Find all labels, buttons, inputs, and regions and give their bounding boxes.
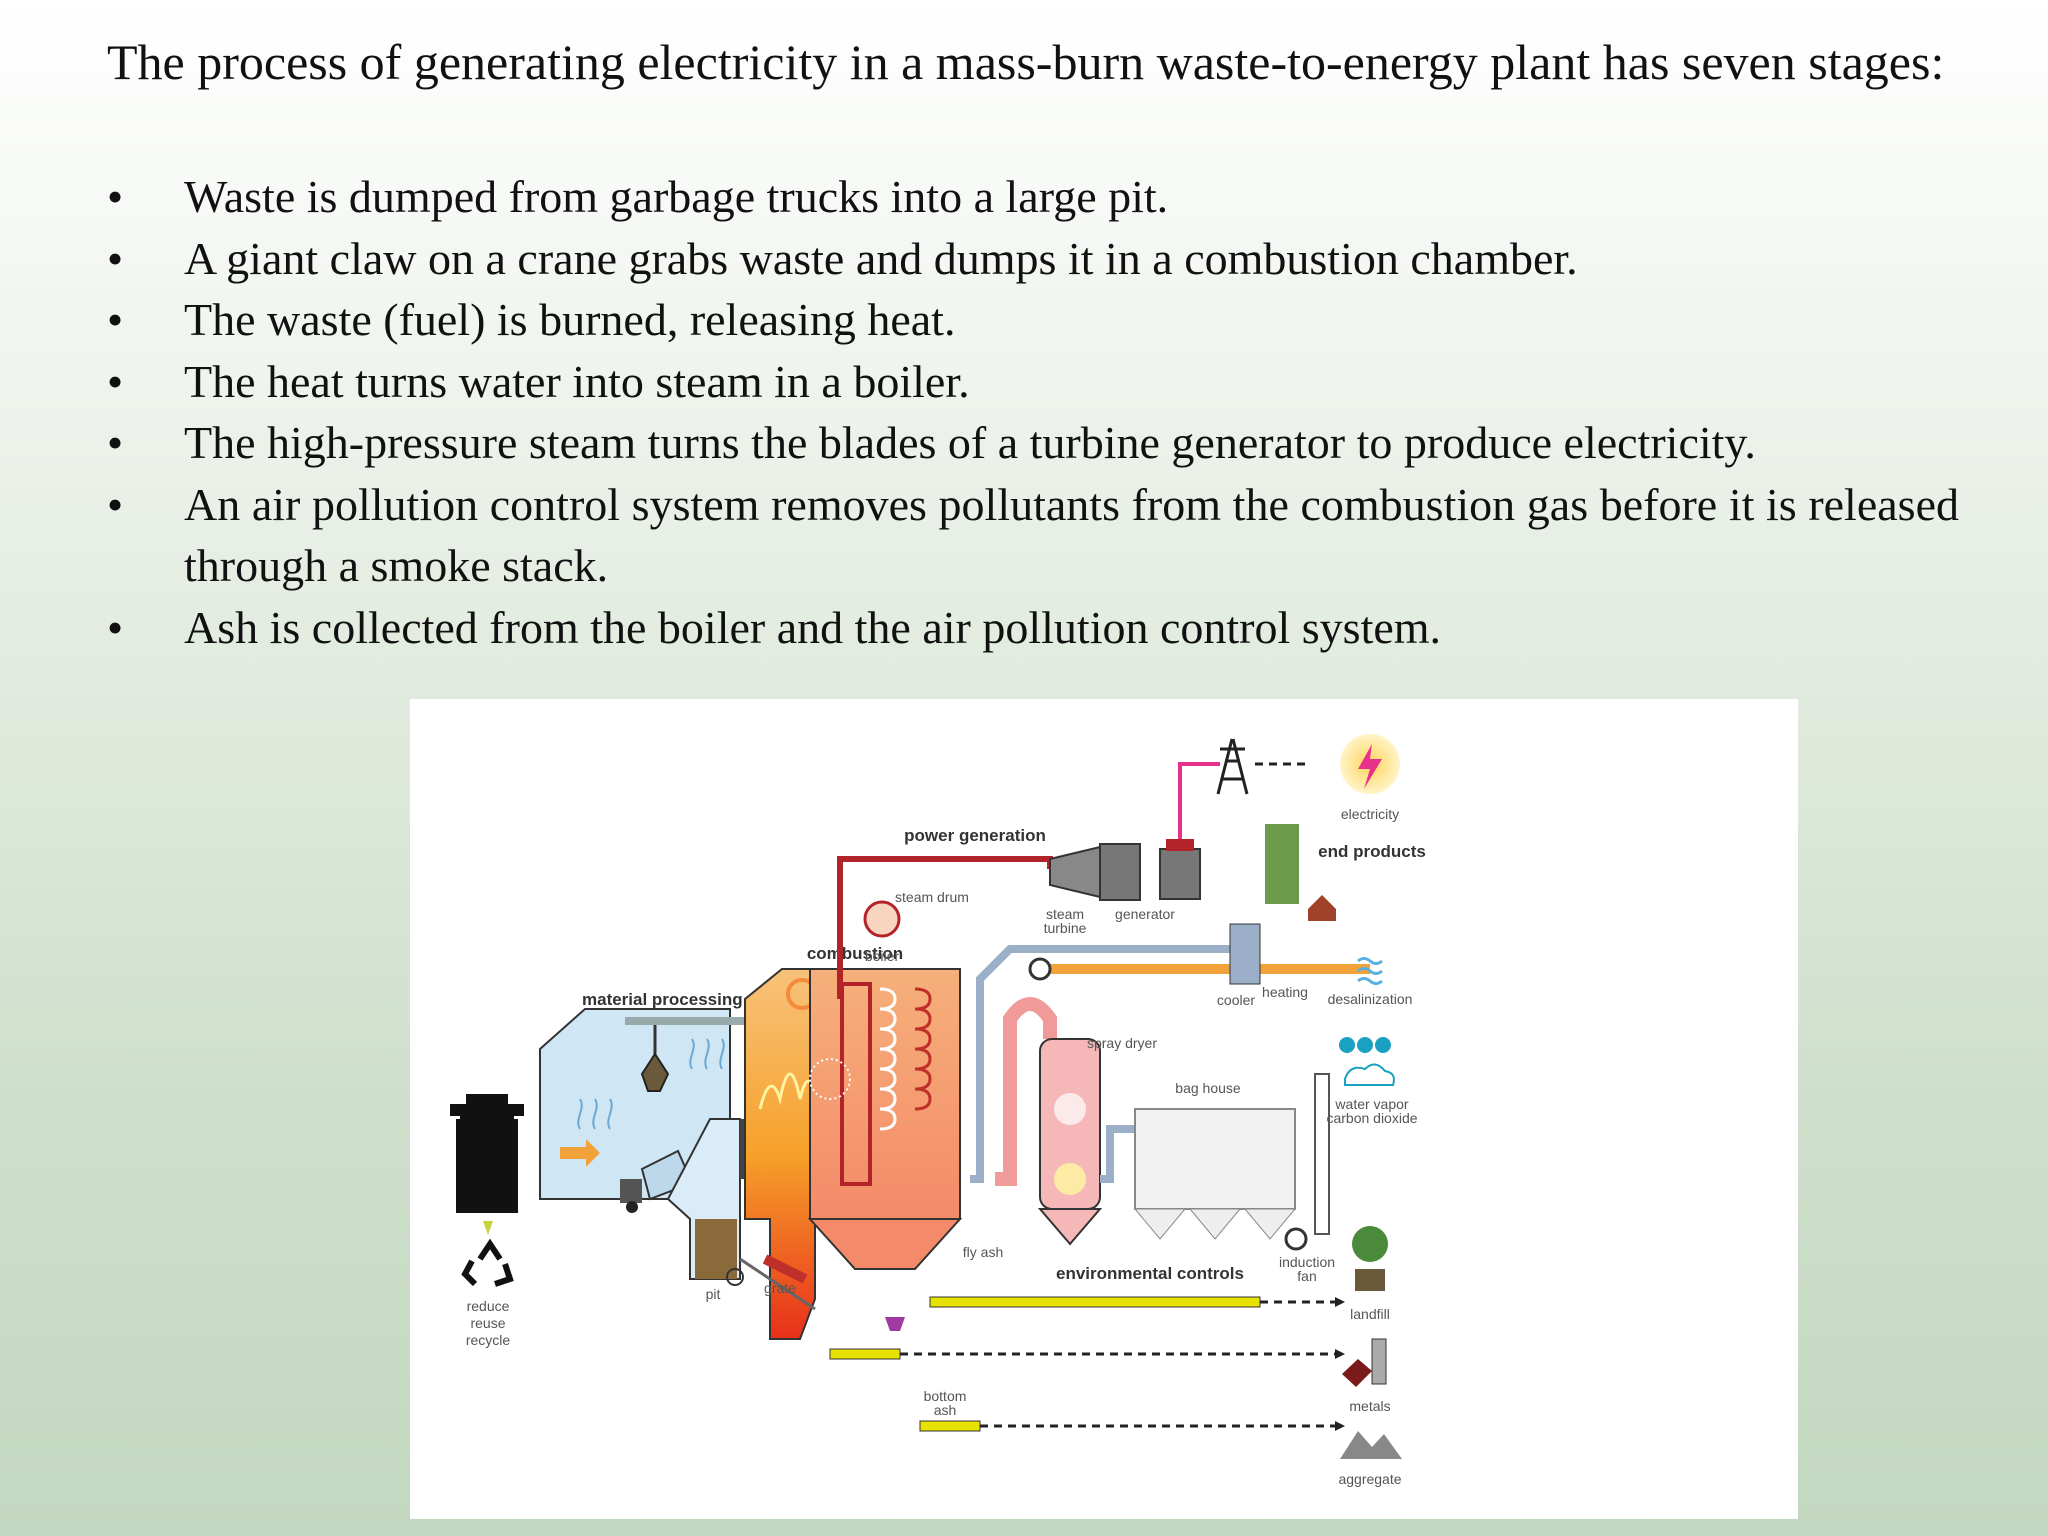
label-steam-drum: steam drum xyxy=(895,889,969,905)
label-bag-house: bag house xyxy=(1175,1080,1241,1096)
stage-text: Ash is collected from the boiler and the… xyxy=(184,601,1442,653)
label-steam-turbine-1: steam xyxy=(1046,906,1084,922)
section-material-processing: material processing xyxy=(582,990,743,1009)
metals-icon xyxy=(1342,1338,1387,1387)
cooler-icon xyxy=(1229,923,1261,985)
water-waves-icon xyxy=(1357,957,1383,985)
bullet-marker: • xyxy=(107,355,124,407)
section-power-generation: power generation xyxy=(904,826,1046,845)
down-arrow-icon xyxy=(483,1221,493,1235)
list-item: • The waste (fuel) is burned, releasing h… xyxy=(107,289,1959,351)
section-environmental-controls: environmental controls xyxy=(1056,1264,1244,1283)
magnet-icon xyxy=(885,1317,905,1331)
bullet-marker: • xyxy=(107,171,124,222)
tree-icon xyxy=(1352,1226,1388,1291)
diagram-canvas: reduce reuse recycle material processing… xyxy=(450,734,1426,1487)
right-arrow-icon xyxy=(560,1139,600,1167)
label-boiler: boiler xyxy=(865,948,900,964)
list-item: • The heat turns water into steam in a bo… xyxy=(107,351,1959,413)
building-icon xyxy=(1265,824,1299,904)
label-desalinization: desalinization xyxy=(1328,991,1413,1007)
lightning-icon xyxy=(1358,744,1382,789)
label-induction-fan-1: induction xyxy=(1279,1254,1335,1270)
label-steam-turbine-2: turbine xyxy=(1044,920,1087,936)
label-bottom-ash-2: ash xyxy=(934,1402,957,1418)
label-heating: heating xyxy=(1262,984,1308,1000)
crane-claw-icon xyxy=(640,1052,670,1092)
label-water-vapor: water vapor xyxy=(1334,1096,1408,1112)
label-spray-dryer: spray dryer xyxy=(1087,1035,1157,1051)
section-end-products: end products xyxy=(1318,842,1426,861)
water-drops-icon xyxy=(1339,1037,1391,1053)
boiler xyxy=(807,968,963,1270)
stage-text: The high-pressure steam turns the blades… xyxy=(184,417,1756,468)
generator xyxy=(1159,839,1201,900)
cloud-icon xyxy=(1344,1063,1395,1086)
trash-bin-icon xyxy=(450,1094,524,1213)
grate xyxy=(726,1254,816,1311)
label-electricity: electricity xyxy=(1341,806,1399,822)
smoke-stack xyxy=(1314,1073,1330,1235)
stage-text: The waste (fuel) is burned, releasing he… xyxy=(184,294,956,345)
bag-house xyxy=(1133,1108,1297,1240)
label-generator: generator xyxy=(1115,906,1175,922)
transmission-tower-icon xyxy=(1216,738,1249,795)
bottom-ash-conveyor xyxy=(829,1348,901,1360)
steam-drum xyxy=(863,900,901,938)
label-carbon-dioxide: carbon dioxide xyxy=(1326,1110,1417,1126)
fly-ash-conveyor xyxy=(929,1296,1261,1308)
list-item: • An air pollution control system removes… xyxy=(107,474,1959,597)
intro-paragraph: The process of generating electricity in… xyxy=(107,34,1945,90)
label-aggregate: aggregate xyxy=(1338,1471,1401,1487)
bullet-marker: • xyxy=(107,232,124,284)
stage-list: • Waste is dumped from garbage trucks int… xyxy=(107,166,1959,658)
stage-text: An air pollution control system removes … xyxy=(184,478,1959,592)
label-induction-fan-2: fan xyxy=(1297,1268,1316,1284)
label-bottom-ash-1: bottom xyxy=(924,1388,967,1404)
stage-text: A giant claw on a crane grabs waste and … xyxy=(184,232,1578,284)
house-icon xyxy=(1308,895,1336,921)
induction-fan-icon xyxy=(1284,1227,1308,1251)
steam-turbine xyxy=(1049,843,1141,901)
recycle-icon xyxy=(461,1238,514,1287)
section-combustion: combustion xyxy=(807,944,903,963)
label-landfill: landfill xyxy=(1350,1306,1390,1322)
bullet-marker: • xyxy=(107,294,124,345)
list-item: • Ash is collected from the boiler and th… xyxy=(107,597,1959,659)
list-item: • Waste is dumped from garbage trucks int… xyxy=(107,166,1959,228)
label-pit: pit xyxy=(706,1286,721,1302)
label-cooler: cooler xyxy=(1217,992,1255,1008)
label-grate: grate xyxy=(764,1280,796,1296)
label-fly-ash: fly ash xyxy=(963,1244,1003,1260)
flue-duct xyxy=(970,945,1250,1183)
spray-dryer xyxy=(995,997,1103,1246)
stage-text: Waste is dumped from garbage trucks into… xyxy=(184,171,1169,222)
label-reuse: reuse xyxy=(470,1315,505,1331)
power-line xyxy=(1178,762,1220,839)
bullet-marker: • xyxy=(107,601,124,653)
waste-to-energy-diagram: reduce reuse recycle material processing… xyxy=(410,699,1798,1519)
label-metals: metals xyxy=(1349,1398,1390,1414)
stage-text: The heat turns water into steam in a boi… xyxy=(184,355,970,407)
label-recycle: recycle xyxy=(466,1332,511,1348)
list-item: • A giant claw on a crane grabs waste and… xyxy=(107,228,1959,290)
aggregate-icon xyxy=(1340,1431,1402,1459)
list-item: • The high-pressure steam turns the blade… xyxy=(107,412,1959,474)
aggregate-conveyor xyxy=(919,1420,981,1432)
bullet-marker: • xyxy=(107,417,124,468)
bullet-marker: • xyxy=(107,478,124,530)
label-reduce: reduce xyxy=(467,1298,510,1314)
